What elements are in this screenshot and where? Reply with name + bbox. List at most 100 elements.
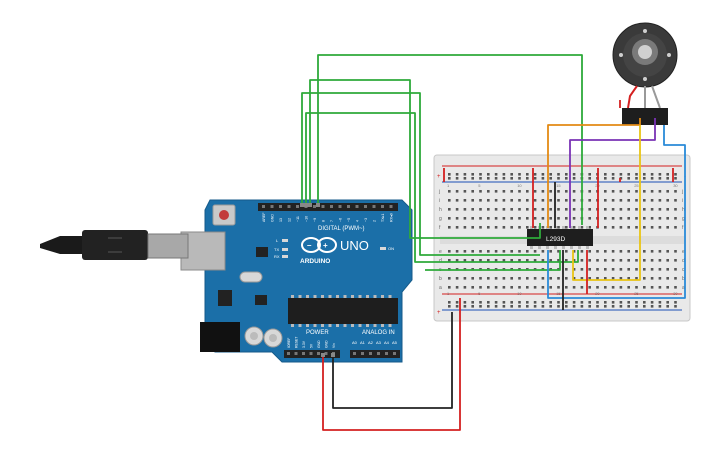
- breadboard-hole[interactable]: [494, 259, 498, 262]
- breadboard-hole[interactable]: [596, 286, 599, 289]
- breadboard-hole[interactable]: [604, 277, 607, 280]
- breadboard-hole[interactable]: [565, 286, 568, 289]
- breadboard-hole[interactable]: [643, 268, 646, 271]
- breadboard-hole[interactable]: [526, 208, 529, 211]
- breadboard-hole[interactable]: [463, 277, 467, 280]
- breadboard-hole[interactable]: [448, 190, 451, 193]
- breadboard-hole[interactable]: [650, 217, 654, 220]
- breadboard-hole[interactable]: [557, 286, 560, 289]
- breadboard-hole[interactable]: [572, 259, 576, 262]
- breadboard-hole[interactable]: [487, 259, 490, 262]
- breadboard-hole[interactable]: [455, 277, 459, 280]
- rail-hole[interactable]: [463, 177, 467, 180]
- breadboard-hole[interactable]: [526, 226, 529, 229]
- rail-hole[interactable]: [502, 301, 506, 304]
- breadboard-hole[interactable]: [510, 259, 513, 262]
- breadboard-hole[interactable]: [518, 250, 521, 253]
- rail-hole[interactable]: [627, 173, 630, 176]
- breadboard-hole[interactable]: [557, 277, 560, 280]
- wire-yellow[interactable]: [572, 125, 641, 281]
- breadboard-hole[interactable]: [604, 208, 607, 211]
- breadboard-hole[interactable]: [580, 250, 584, 253]
- breadboard-hole[interactable]: [658, 208, 662, 211]
- breadboard-hole[interactable]: [611, 190, 615, 193]
- breadboard-hole[interactable]: [666, 268, 669, 271]
- breadboard-hole[interactable]: [518, 226, 521, 229]
- breadboard-hole[interactable]: [518, 190, 521, 193]
- breadboard-hole[interactable]: [557, 250, 560, 253]
- breadboard-hole[interactable]: [565, 190, 568, 193]
- breadboard-hole[interactable]: [635, 208, 638, 211]
- breadboard-hole[interactable]: [650, 268, 654, 271]
- header-pin[interactable]: [389, 205, 393, 208]
- rail-hole[interactable]: [572, 173, 576, 176]
- breadboard-hole[interactable]: [487, 217, 490, 220]
- rail-hole[interactable]: [627, 177, 630, 180]
- breadboard-hole[interactable]: [565, 268, 568, 271]
- rail-hole[interactable]: [635, 173, 638, 176]
- rail-hole[interactable]: [448, 301, 451, 304]
- rail-hole[interactable]: [666, 177, 669, 180]
- breadboard-hole[interactable]: [549, 226, 552, 229]
- rail-hole[interactable]: [455, 305, 459, 308]
- breadboard-hole[interactable]: [510, 277, 513, 280]
- rail-hole[interactable]: [448, 305, 451, 308]
- rail-hole[interactable]: [526, 177, 529, 180]
- rail-hole[interactable]: [619, 305, 623, 308]
- breadboard-hole[interactable]: [572, 250, 576, 253]
- breadboard-hole[interactable]: [619, 286, 623, 289]
- breadboard-hole[interactable]: [463, 208, 467, 211]
- rail-hole[interactable]: [674, 177, 677, 180]
- breadboard-hole[interactable]: [635, 268, 638, 271]
- rail-hole[interactable]: [471, 305, 474, 308]
- rail-hole[interactable]: [494, 301, 498, 304]
- breadboard-hole[interactable]: [635, 199, 638, 202]
- wire-purple[interactable]: [569, 118, 656, 228]
- breadboard-hole[interactable]: [604, 286, 607, 289]
- breadboard-hole[interactable]: [580, 286, 584, 289]
- breadboard-hole[interactable]: [611, 226, 615, 229]
- breadboard-hole[interactable]: [494, 208, 498, 211]
- breadboard-hole[interactable]: [533, 217, 537, 220]
- breadboard-hole[interactable]: [611, 286, 615, 289]
- header-pin[interactable]: [393, 352, 396, 355]
- breadboard-hole[interactable]: [479, 259, 482, 262]
- rail-hole[interactable]: [518, 301, 521, 304]
- breadboard-hole[interactable]: [627, 259, 630, 262]
- breadboard-hole[interactable]: [448, 250, 451, 253]
- rail-hole[interactable]: [658, 177, 662, 180]
- breadboard-hole[interactable]: [565, 208, 568, 211]
- breadboard-hole[interactable]: [549, 190, 552, 193]
- breadboard-hole[interactable]: [557, 259, 560, 262]
- breadboard-hole[interactable]: [502, 208, 506, 211]
- breadboard-hole[interactable]: [604, 226, 607, 229]
- breadboard-hole[interactable]: [448, 217, 451, 220]
- breadboard-hole[interactable]: [627, 208, 630, 211]
- breadboard-hole[interactable]: [510, 208, 513, 211]
- rail-hole[interactable]: [635, 305, 638, 308]
- breadboard-hole[interactable]: [533, 199, 537, 202]
- reset-button-cap[interactable]: [219, 210, 229, 220]
- wire-red-5v[interactable]: [322, 298, 461, 431]
- breadboard-hole[interactable]: [611, 250, 615, 253]
- breadboard-hole[interactable]: [604, 268, 607, 271]
- breadboard-hole[interactable]: [487, 226, 490, 229]
- breadboard-hole[interactable]: [666, 259, 669, 262]
- breadboard-hole[interactable]: [674, 208, 677, 211]
- breadboard-hole[interactable]: [635, 277, 638, 280]
- rail-hole[interactable]: [479, 177, 482, 180]
- rail-hole[interactable]: [510, 305, 513, 308]
- rail-hole[interactable]: [471, 177, 474, 180]
- header-pin[interactable]: [369, 352, 372, 355]
- breadboard-hole[interactable]: [487, 199, 490, 202]
- breadboard-hole[interactable]: [518, 286, 521, 289]
- rail-hole[interactable]: [557, 177, 560, 180]
- breadboard-hole[interactable]: [479, 250, 482, 253]
- header-pin[interactable]: [361, 352, 364, 355]
- breadboard-hole[interactable]: [643, 286, 646, 289]
- breadboard-hole[interactable]: [463, 286, 467, 289]
- breadboard-hole[interactable]: [627, 250, 630, 253]
- breadboard-hole[interactable]: [463, 190, 467, 193]
- breadboard-hole[interactable]: [463, 259, 467, 262]
- breadboard-hole[interactable]: [533, 208, 537, 211]
